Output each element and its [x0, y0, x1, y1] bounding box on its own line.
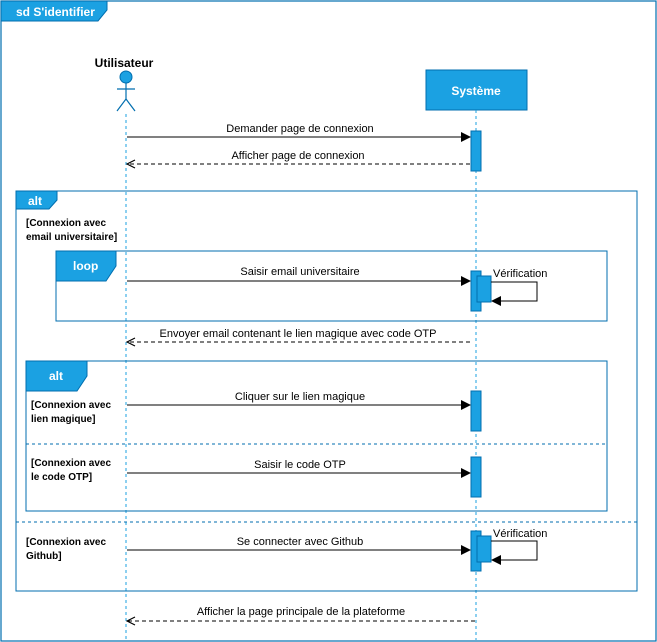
alt-outer-guard-1: [Connexion avec email universitaire] [26, 218, 117, 243]
self-activation-bar [476, 535, 492, 563]
message-label: Vérification [493, 528, 547, 540]
frame-label: sd S'identifier [16, 5, 95, 19]
message-10: Afficher la page principale de la platef… [127, 606, 475, 621]
actor-name: Utilisateur [95, 56, 154, 70]
message-8: Se connecter avec Github [127, 536, 471, 555]
message-4-self: Vérification [491, 268, 547, 306]
loop-operator: loop [73, 259, 98, 273]
message-label: Afficher page de connexion [231, 150, 364, 162]
message-label: Demander page de connexion [226, 123, 373, 135]
message-label: Saisir email universitaire [240, 266, 359, 278]
alt-inner-guard-1: [Connexion avec lien magique] [31, 400, 111, 425]
message-2: Afficher page de connexion [127, 150, 470, 164]
message-1: Demander page de connexion [127, 123, 471, 142]
message-label: Se connecter avec Github [237, 536, 364, 548]
activation-bar [470, 390, 482, 432]
fragment-alt-inner: alt [Connexion avec lien magique] [Conne… [25, 360, 608, 512]
alt-outer-operator: alt [28, 194, 42, 208]
alt-outer-guard-2: [Connexion avec Github] [26, 537, 106, 562]
actor-utilisateur: Utilisateur [95, 56, 154, 112]
alt-inner-guard-2: [Connexion avec le code OTP] [31, 458, 111, 483]
message-6: Cliquer sur le lien magique [127, 391, 471, 410]
message-5: Envoyer email contenant le lien magique … [127, 328, 470, 342]
fragment-loop: loop [55, 250, 608, 322]
activation-bar [470, 130, 482, 172]
message-label: Vérification [493, 268, 547, 280]
self-activation-bar [476, 275, 492, 303]
activation-bars [470, 130, 492, 572]
message-3: Saisir email universitaire [127, 266, 471, 286]
activation-bar [470, 456, 482, 498]
stick-figure-icon [116, 70, 136, 112]
message-label: Afficher la page principale de la platef… [197, 606, 405, 618]
message-7: Saisir le code OTP [127, 459, 471, 478]
fragment-alt-outer: alt [Connexion avec email universitaire]… [15, 190, 638, 592]
message-9-self: Vérification [491, 528, 547, 565]
message-label: Envoyer email contenant le lien magique … [160, 328, 437, 340]
message-label: Saisir le code OTP [254, 459, 346, 471]
system-name: Système [451, 84, 501, 98]
message-label: Cliquer sur le lien magique [235, 391, 365, 403]
alt-inner-operator: alt [49, 369, 63, 383]
participant-systeme: Système [425, 69, 528, 111]
